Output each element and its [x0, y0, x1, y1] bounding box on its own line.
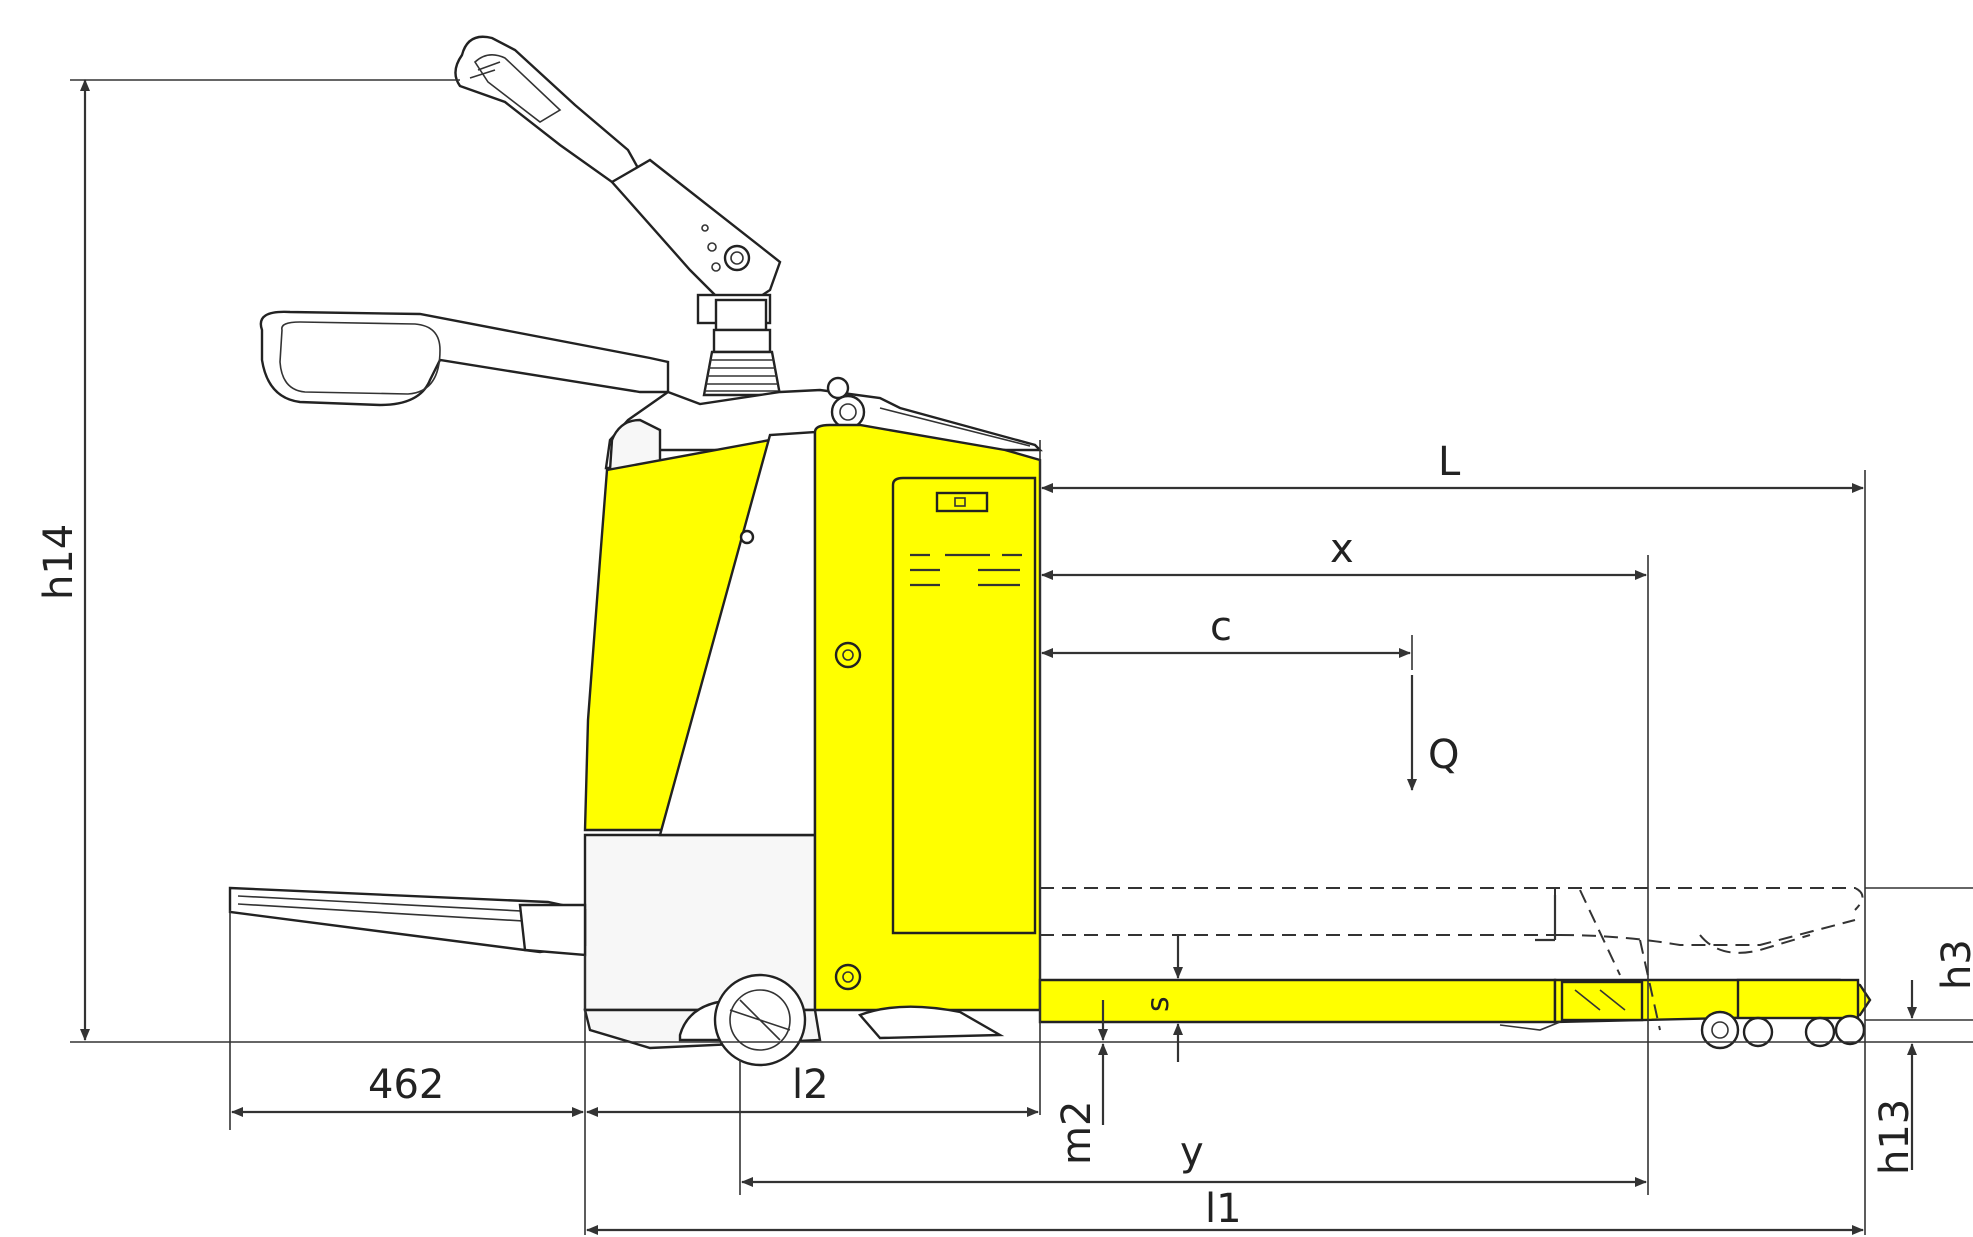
label-L: L	[1438, 439, 1461, 485]
load-wheel	[1499, 1010, 1866, 1050]
label-s: s	[1141, 996, 1176, 1012]
dimensions	[70, 79, 1973, 1235]
label-Q: Q	[1428, 732, 1459, 778]
label-l2: l2	[792, 1062, 829, 1108]
label-m2: m2	[1054, 1101, 1100, 1165]
battery-cover-panel	[583, 430, 817, 837]
label-c: c	[1210, 604, 1232, 650]
truck-drawing	[228, 35, 1872, 1067]
tiller-arm	[454, 35, 782, 397]
raised-fork-outline	[1040, 887, 1864, 1031]
label-l1: l1	[1205, 1186, 1242, 1232]
dimension-labels: h14 L x c Q s m2 462 l2 y l1 h3 h13	[36, 439, 1973, 1232]
label-h3: h3	[1934, 939, 1973, 990]
label-462: 462	[368, 1062, 444, 1108]
label-y: y	[1180, 1129, 1204, 1175]
label-h14: h14	[36, 524, 82, 600]
operator-handle	[259, 310, 670, 407]
label-h13: h13	[1872, 1099, 1918, 1175]
drive-unit-housing	[813, 423, 1042, 1012]
folding-platform	[228, 886, 587, 957]
label-x: x	[1330, 526, 1354, 572]
fork	[1038, 978, 1872, 1024]
